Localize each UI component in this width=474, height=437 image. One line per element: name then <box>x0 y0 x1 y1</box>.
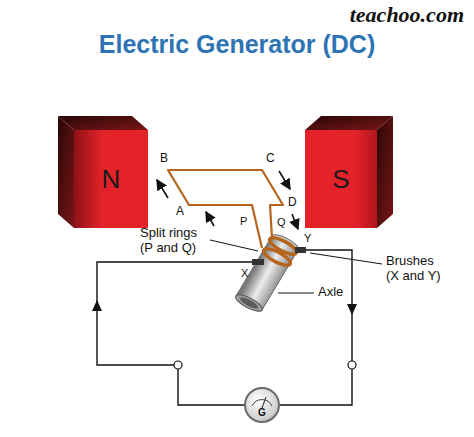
axle <box>236 236 298 310</box>
magnet-pole: N <box>74 130 148 228</box>
coil-corner: C <box>266 152 275 166</box>
ring-letter: Q <box>277 216 286 229</box>
dial-needle <box>262 397 266 408</box>
terminal <box>174 361 182 369</box>
ring-letter: P <box>240 215 247 228</box>
split-ring <box>261 246 292 269</box>
part-label: Split rings (P and Q) <box>140 226 206 256</box>
brush <box>252 259 264 265</box>
diagram-title: Electric Generator (DC) <box>0 30 474 59</box>
node-label: G <box>258 407 266 418</box>
coil-corner: D <box>288 196 297 210</box>
leader-line <box>210 240 258 251</box>
magnet-side-face <box>58 116 74 228</box>
node-label: N <box>102 165 121 194</box>
part-label: Brushes (X and Y) <box>386 254 446 284</box>
terminal <box>348 361 356 369</box>
magnet-pole: S <box>305 130 377 228</box>
current-arrow <box>157 180 168 198</box>
brush-letter: Y <box>304 232 311 245</box>
wire <box>306 250 352 361</box>
node-label: S <box>332 165 349 194</box>
coil-corner: A <box>176 205 184 219</box>
current-arrow <box>92 300 102 311</box>
axle-hole <box>239 296 259 311</box>
leader-line <box>310 253 382 264</box>
current-arrow <box>206 212 214 226</box>
brush-letter: X <box>241 267 248 280</box>
magnet-side-face <box>377 116 393 228</box>
current-arrow <box>292 214 298 229</box>
wire <box>178 369 244 405</box>
wire <box>280 369 352 405</box>
galvanometer: G <box>244 387 280 423</box>
coil-corner: B <box>160 152 168 166</box>
dial-scale <box>252 400 272 406</box>
leader-line <box>278 293 314 294</box>
watermark: teachoo.com <box>350 2 464 27</box>
part-label: Axle <box>318 285 343 300</box>
current-arrow <box>279 171 290 189</box>
current-arrow <box>347 304 357 315</box>
wire <box>97 262 252 365</box>
axle-end <box>233 292 264 315</box>
brush <box>295 247 306 253</box>
